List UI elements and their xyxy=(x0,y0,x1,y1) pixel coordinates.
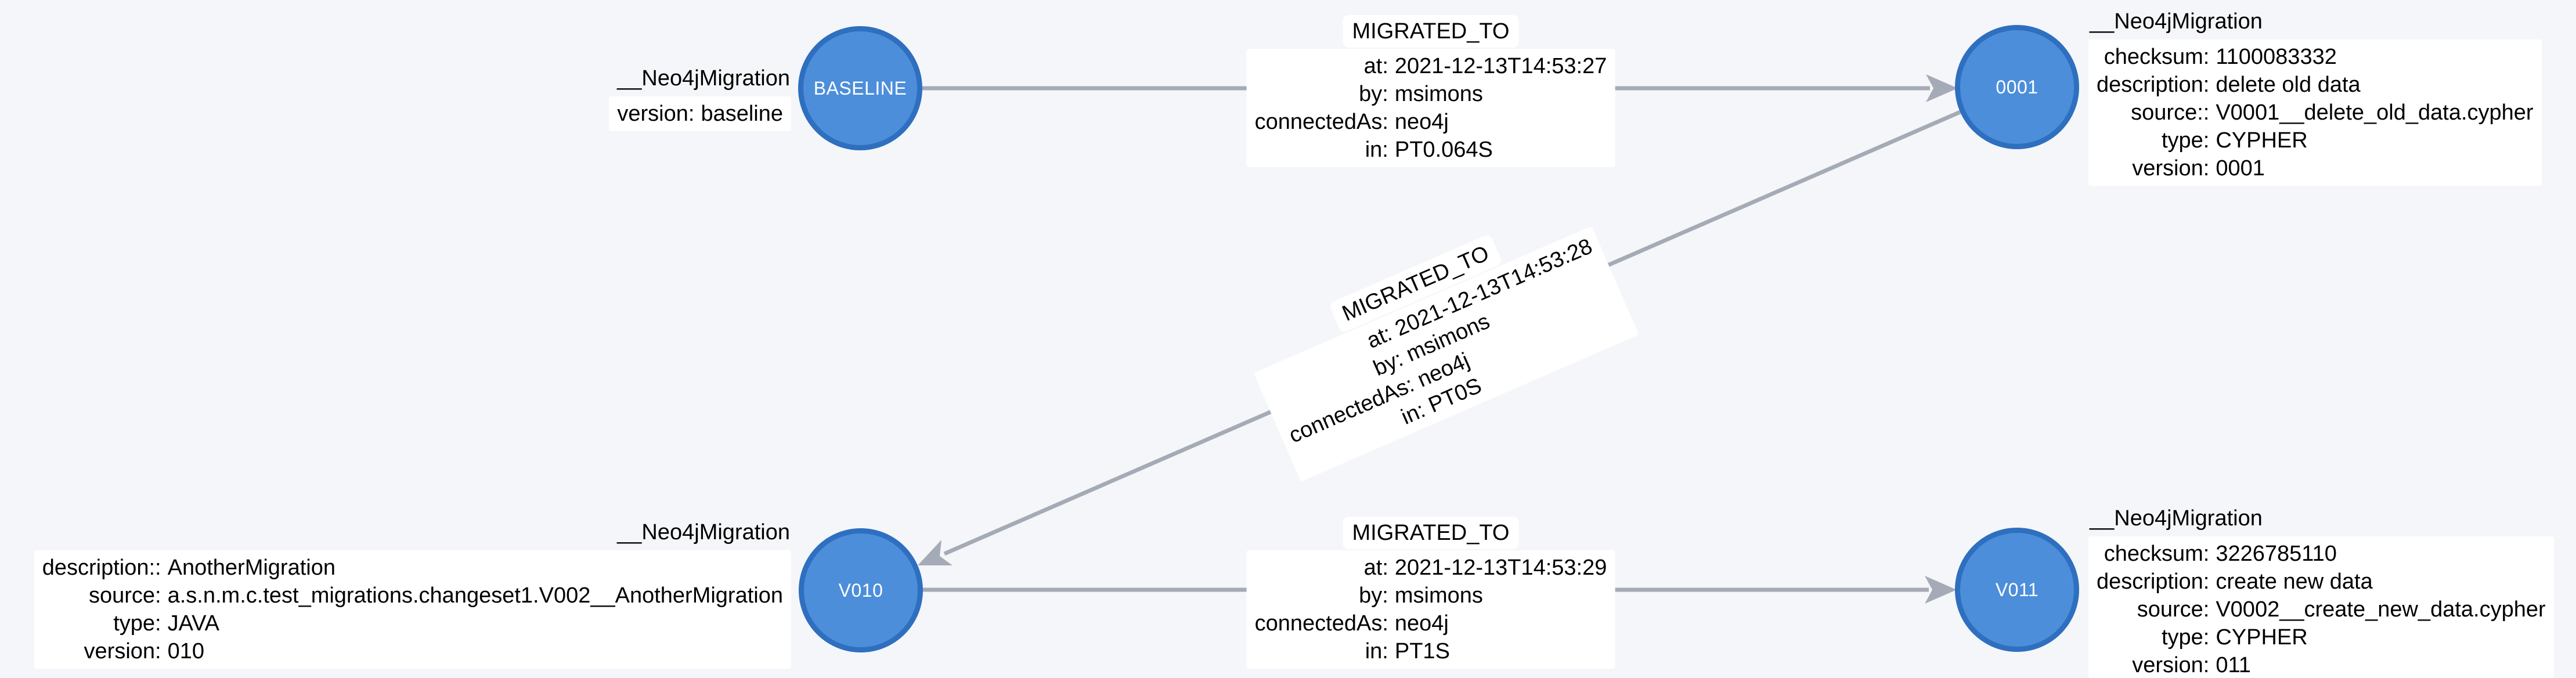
property-value: neo4j xyxy=(1394,110,1449,134)
property-box: at: 2021-12-13T14:53:29 by: msimons conn… xyxy=(1246,550,1615,669)
property-value: a.s.n.m.c.test_migrations.changeset1.V00… xyxy=(167,583,783,608)
property-value: delete old data xyxy=(2216,73,2361,97)
node-v010-properties: __Neo4jMigration description:: AnotherMi… xyxy=(34,519,791,669)
property-value: 010 xyxy=(167,639,205,663)
property-value: 011 xyxy=(2216,653,2251,677)
node-v011-title: __Neo4jMigration xyxy=(2090,506,2263,531)
property-name: description:: xyxy=(42,556,161,580)
property-name: type: xyxy=(2161,128,2210,153)
property-value: 2021-12-13T14:53:27 xyxy=(1394,54,1607,78)
property-name: version: xyxy=(2132,653,2210,677)
property-value: AnotherMigration xyxy=(167,556,335,580)
property-value: V0002__create_new_data.cypher xyxy=(2216,597,2546,622)
property-value: CYPHER xyxy=(2216,625,2308,650)
property-name: checksum: xyxy=(2104,45,2210,69)
property-name: in: xyxy=(1365,639,1388,663)
arrowhead-icon xyxy=(1925,576,1957,604)
property-name: source:: xyxy=(2131,100,2210,125)
property-name: source: xyxy=(88,583,161,608)
property-value: V0001__delete_old_data.cypher xyxy=(2216,100,2534,125)
property-value: JAVA xyxy=(167,611,220,636)
property-name: version: xyxy=(617,102,695,126)
property-value: 3226785110 xyxy=(2216,542,2337,566)
node-0001-label: 0001 xyxy=(1996,76,2039,98)
property-value: msimons xyxy=(1394,583,1483,608)
arrowhead-icon xyxy=(1926,74,1958,102)
property-value: baseline xyxy=(701,102,783,126)
property-name: version: xyxy=(84,639,161,663)
property-value: create new data xyxy=(2216,569,2373,594)
node-baseline[interactable]: BASELINE xyxy=(798,26,922,150)
relationship-type[interactable]: MIGRATED_TO xyxy=(1343,15,1519,48)
property-value: neo4j xyxy=(1394,611,1449,636)
node-v011-label: V011 xyxy=(1995,579,2039,600)
relationship-label-baseline-0001: MIGRATED_TO at: 2021-12-13T14:53:27 by: … xyxy=(1246,15,1615,167)
node-v011[interactable]: V011 xyxy=(1955,528,2079,652)
property-name: version: xyxy=(2132,156,2210,181)
property-name: checksum: xyxy=(2104,542,2210,566)
node-0001-properties: __Neo4jMigration checksum: 1100083332 de… xyxy=(2088,8,2542,186)
node-v011-properties: __Neo4jMigration checksum: 3226785110 de… xyxy=(2088,505,2554,678)
relationship-type[interactable]: MIGRATED_TO xyxy=(1343,517,1519,549)
node-baseline-properties: __Neo4jMigration version: baseline xyxy=(609,65,791,131)
property-name: description: xyxy=(2097,569,2210,594)
property-box: version: baseline xyxy=(609,96,791,131)
property-name: source: xyxy=(2137,597,2210,622)
property-name: description: xyxy=(2097,73,2210,97)
property-name: at: xyxy=(1363,54,1388,78)
property-name: in: xyxy=(1365,138,1388,162)
property-name: at: xyxy=(1363,556,1388,580)
property-box: checksum: 1100083332 description: delete… xyxy=(2088,39,2542,186)
node-v010-title: __Neo4jMigration xyxy=(617,520,790,544)
property-name: by: xyxy=(1359,583,1388,608)
property-box: checksum: 3226785110 description: create… xyxy=(2088,536,2554,678)
node-0001[interactable]: 0001 xyxy=(1955,25,2079,149)
relationship-label-v010-v011: MIGRATED_TO at: 2021-12-13T14:53:29 by: … xyxy=(1246,517,1615,669)
property-value: 1100083332 xyxy=(2216,45,2337,69)
node-v010-label: V010 xyxy=(838,579,883,601)
property-value: 2021-12-13T14:53:29 xyxy=(1394,556,1607,580)
property-name: type: xyxy=(2161,625,2210,650)
property-name: connectedAs: xyxy=(1254,611,1388,636)
node-baseline-title: __Neo4jMigration xyxy=(617,66,790,91)
property-box: at: 2021-12-13T14:53:27 by: msimons conn… xyxy=(1246,49,1615,167)
property-name: type: xyxy=(113,611,161,636)
node-baseline-label: BASELINE xyxy=(813,77,907,99)
property-value: PT0.064S xyxy=(1394,138,1493,162)
property-name: connectedAs: xyxy=(1254,110,1388,134)
node-v010[interactable]: V010 xyxy=(799,528,923,652)
property-value: PT1S xyxy=(1394,639,1450,663)
node-0001-title: __Neo4jMigration xyxy=(2090,9,2263,34)
property-value: msimons xyxy=(1394,82,1483,106)
property-value: CYPHER xyxy=(2216,128,2308,153)
property-name: by: xyxy=(1359,82,1388,106)
property-value: 0001 xyxy=(2216,156,2265,181)
property-box: description:: AnotherMigration source: a… xyxy=(34,550,791,669)
arrowhead-icon xyxy=(918,540,953,565)
